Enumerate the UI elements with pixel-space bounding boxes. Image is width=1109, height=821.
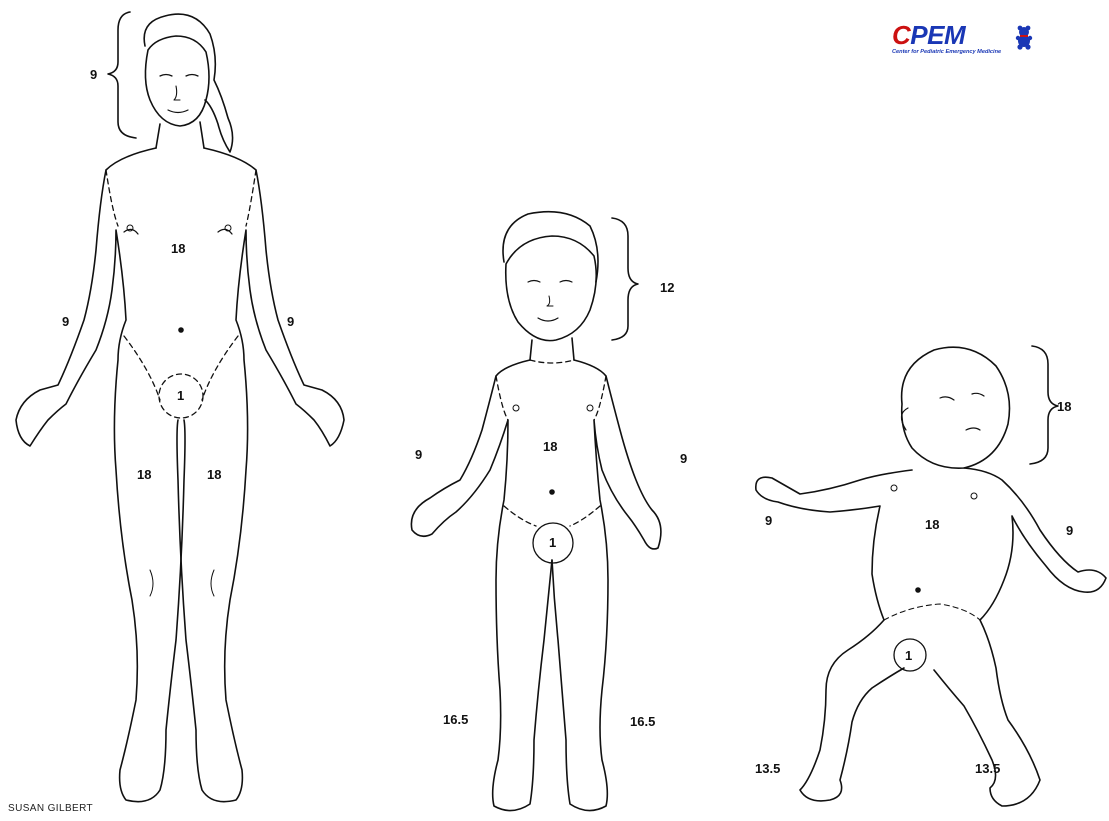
child-head-percent: 12 xyxy=(660,281,674,294)
adult-genitalia-percent: 1 xyxy=(177,389,184,402)
adult-trunk xyxy=(16,148,185,802)
child-head xyxy=(506,236,597,341)
infant-head-percent: 18 xyxy=(1057,400,1071,413)
illustrator-credit: SUSAN GILBERT xyxy=(8,803,93,814)
cpem-logo: CPEM Center for Pediatric Emergency Medi… xyxy=(890,22,1035,60)
infant-genitalia-percent: 1 xyxy=(905,649,912,662)
infant-trunk-percent: 18 xyxy=(925,518,939,531)
adult-trunk-percent: 18 xyxy=(171,242,185,255)
adult-head-percent: 9 xyxy=(90,68,97,81)
child-right-leg-percent: 16.5 xyxy=(630,715,655,728)
child-right-arm-percent: 9 xyxy=(680,452,687,465)
adult-left-leg-percent: 18 xyxy=(137,468,151,481)
infant-head xyxy=(902,347,1010,468)
teddy-bear-icon xyxy=(1014,24,1034,50)
infant-right-arm-percent: 9 xyxy=(1066,524,1073,537)
child-left-leg-percent: 16.5 xyxy=(443,713,468,726)
adult-head-bracket xyxy=(108,12,136,138)
logo-wordmark: CPEM xyxy=(892,20,965,51)
logo-wordmark-initial: C xyxy=(892,20,910,50)
adult-left-arm-percent: 9 xyxy=(62,315,69,328)
infant-figure xyxy=(756,346,1106,806)
child-trunk-percent: 18 xyxy=(543,440,557,453)
adult-right-leg-percent: 18 xyxy=(207,468,221,481)
infant-left-arm-percent: 9 xyxy=(765,514,772,527)
adult-right-arm-percent: 9 xyxy=(287,315,294,328)
child-genitalia-percent: 1 xyxy=(549,536,556,549)
infant-left-leg-percent: 13.5 xyxy=(755,762,780,775)
logo-wordmark-rest: PEM xyxy=(910,20,965,50)
child-left-arm-percent: 9 xyxy=(415,448,422,461)
logo-subtitle: Center for Pediatric Emergency Medicine xyxy=(892,49,1001,55)
adult-figure xyxy=(16,12,344,802)
infant-right-leg-percent: 13.5 xyxy=(975,762,1000,775)
infant-head-bracket xyxy=(1030,346,1058,464)
child-head-bracket xyxy=(612,218,638,340)
